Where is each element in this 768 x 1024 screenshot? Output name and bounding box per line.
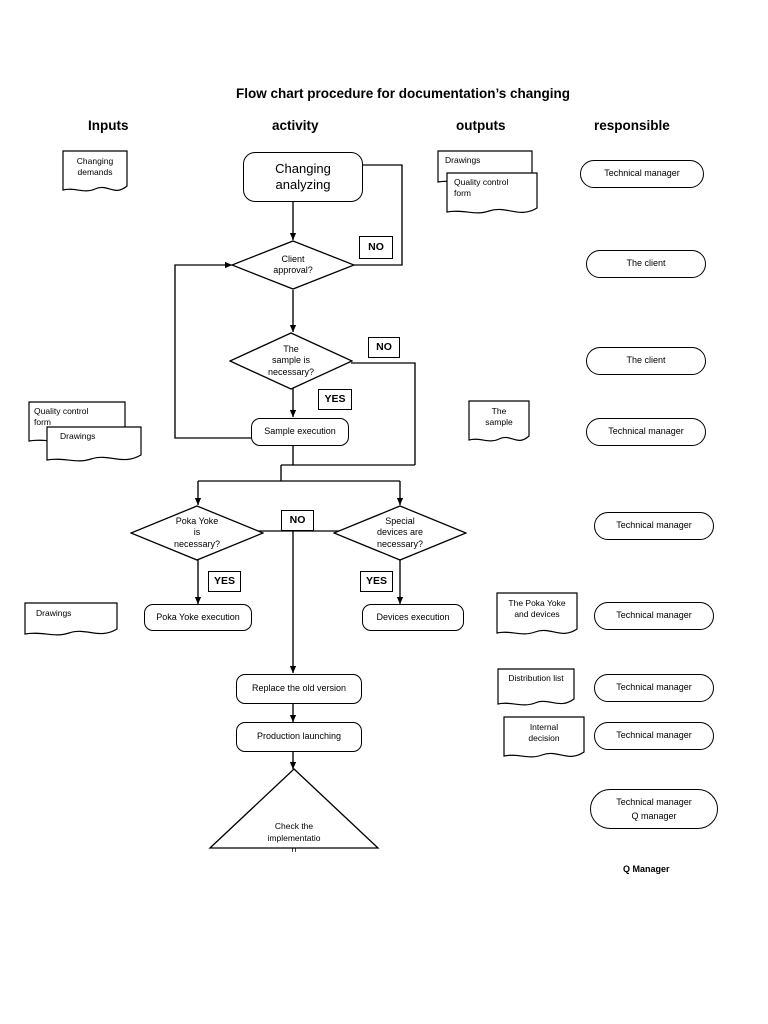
activity-changing-analyzing[interactable]: Changing analyzing [243, 152, 363, 202]
activity-poka-yoke-execution[interactable]: Poka Yoke execution [144, 604, 252, 631]
input-drawings: Drawings [46, 426, 142, 464]
activity-poka-yoke-necessary-label: Poka Yoke is necessary? [173, 516, 221, 549]
input-changing-demands-label: Changing demands [76, 156, 114, 178]
input-drawings-bottom-label: Drawings [36, 608, 72, 618]
output-quality-control-form-top-label: Quality control form [454, 177, 509, 199]
responsible-technical-manager-2[interactable]: Technical manager [586, 418, 706, 446]
responsible-technical-manager-5[interactable]: Technical manager [594, 674, 714, 702]
document-shape [446, 172, 538, 214]
label-sample-no: NO [368, 337, 400, 358]
activity-special-devices-necessary[interactable]: Special devices are necessary? [333, 505, 467, 561]
page-title: Flow chart procedure for documentation’s… [236, 86, 571, 101]
label-devices-yes: YES [360, 571, 393, 592]
output-poka-yoke-and-devices: The Poka Yoke and devices [496, 592, 578, 637]
input-quality-control-form-label: Quality control form [34, 406, 89, 428]
document-shape [503, 716, 585, 758]
activity-client-approval[interactable]: Client approval? [231, 240, 355, 290]
label-client-approval-no: NO [359, 236, 393, 259]
diamond-shape [231, 240, 355, 290]
output-internal-decision-label: Internal decision [528, 722, 560, 744]
activity-devices-execution[interactable]: Devices execution [362, 604, 464, 631]
footer-q-manager: Q Manager [623, 864, 670, 874]
output-drawings-top-label: Drawings [445, 155, 481, 165]
output-internal-decision: Internal decision [503, 716, 585, 760]
column-header-responsible: responsible [594, 118, 670, 133]
document-shape [496, 592, 578, 635]
activity-check-implementation[interactable]: Check the implementatio n [208, 768, 380, 854]
output-distribution-list: Distribution list [497, 668, 575, 708]
input-drawings-bottom: Drawings [24, 602, 118, 638]
activity-poka-yoke-necessary[interactable]: Poka Yoke is necessary? [130, 505, 264, 561]
output-the-sample-label: The sample [485, 406, 513, 428]
column-header-inputs: Inputs [88, 118, 129, 133]
diamond-shape [130, 505, 264, 561]
document-shape [62, 150, 128, 192]
activity-special-devices-necessary-label: Special devices are necessary? [376, 516, 424, 549]
activity-check-implementation-label: Check the implementatio n [267, 821, 321, 855]
responsible-the-client-2[interactable]: The client [586, 347, 706, 375]
document-shape [24, 602, 118, 636]
label-poka-yoke-yes: YES [208, 571, 241, 592]
activity-production-launching[interactable]: Production launching [236, 722, 362, 752]
responsible-technical-manager-6[interactable]: Technical manager [594, 722, 714, 750]
output-quality-control-form-top: Quality control form [446, 172, 538, 216]
activity-client-approval-label: Client approval? [273, 253, 313, 275]
activity-sample-necessary[interactable]: The sample is necessary? [229, 332, 353, 390]
activity-sample-necessary-label: The sample is necessary? [267, 344, 315, 377]
activity-replace-old-version[interactable]: Replace the old version [236, 674, 362, 704]
diamond-shape [229, 332, 353, 390]
column-header-outputs: outputs [456, 118, 506, 133]
responsible-technical-manager-1[interactable]: Technical manager [580, 160, 704, 188]
column-header-activity: activity [272, 118, 319, 133]
responsible-technical-manager-3[interactable]: Technical manager [594, 512, 714, 540]
responsible-technical-manager-4[interactable]: Technical manager [594, 602, 714, 630]
triangle-shape [208, 768, 380, 849]
document-shape [46, 426, 142, 462]
label-center-no: NO [281, 510, 314, 531]
responsible-the-client-1[interactable]: The client [586, 250, 706, 278]
input-changing-demands: Changing demands [62, 150, 128, 194]
document-shape [497, 668, 575, 706]
responsible-technical-manager-q-manager[interactable]: Technical manager Q manager [590, 789, 718, 829]
output-poka-yoke-and-devices-label: The Poka Yoke and devices [508, 598, 566, 620]
output-the-sample: The sample [468, 400, 530, 444]
diamond-shape [333, 505, 467, 561]
input-drawings-label: Drawings [60, 431, 96, 441]
label-sample-yes: YES [318, 389, 352, 410]
activity-sample-execution[interactable]: Sample execution [251, 418, 349, 446]
document-shape [468, 400, 530, 442]
output-distribution-list-label: Distribution list [508, 673, 564, 683]
